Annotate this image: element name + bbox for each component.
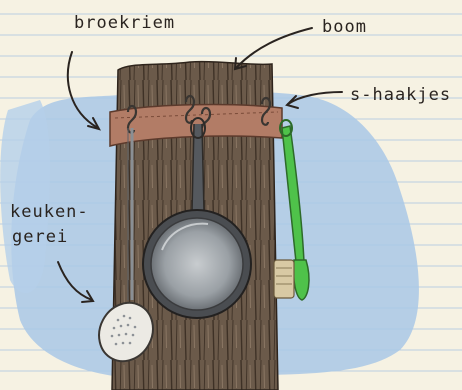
label-belt: broekriem bbox=[74, 13, 175, 33]
arrow-tree-head bbox=[233, 57, 247, 71]
watercolor-wash-left bbox=[0, 100, 51, 294]
arrow-tree bbox=[235, 27, 313, 69]
arrow-belt bbox=[66, 51, 99, 129]
label-utensils-line2: gerei bbox=[12, 227, 68, 247]
label-tree: boom bbox=[322, 17, 367, 37]
label-utensils-line1: keuken- bbox=[10, 202, 89, 222]
arrow-hooks-head bbox=[285, 95, 299, 109]
arrow-belt-head bbox=[87, 117, 102, 131]
arrow-utensils bbox=[57, 261, 93, 301]
annotation-arrows bbox=[57, 27, 343, 303]
s-hooks bbox=[126, 94, 272, 134]
green-spatula bbox=[273, 119, 310, 301]
s-hook bbox=[184, 94, 196, 124]
s-hook bbox=[260, 96, 272, 126]
label-hooks: s-haakjes bbox=[350, 85, 451, 105]
arrow-utensils-head bbox=[81, 290, 95, 303]
frying-pan bbox=[142, 117, 252, 319]
skimmer-ladle bbox=[98, 128, 154, 363]
